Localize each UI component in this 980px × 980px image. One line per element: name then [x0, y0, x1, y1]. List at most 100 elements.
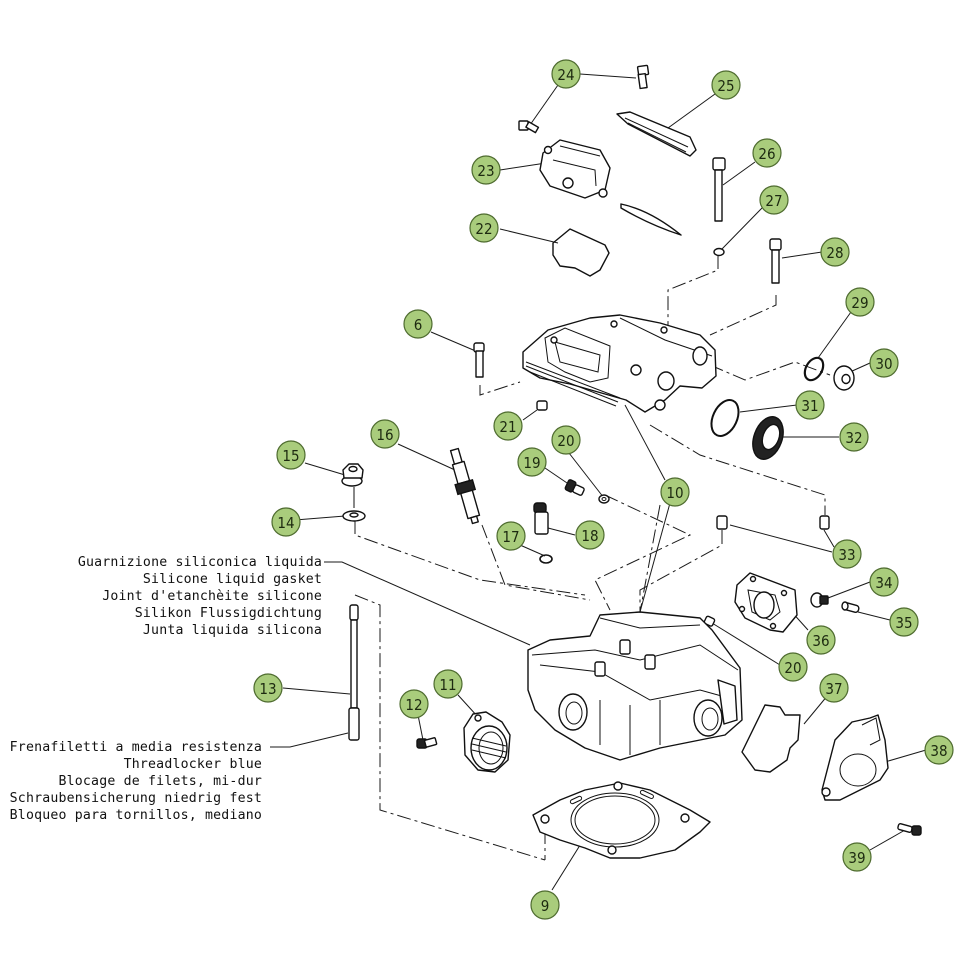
- callout-badge: [869, 567, 899, 597]
- sealant-note-line: Joint d'etanchèite silicone: [102, 589, 322, 604]
- part-19-fitting: [564, 479, 585, 496]
- callout-27: 27: [759, 185, 789, 215]
- callout-29: 29: [845, 287, 875, 317]
- part-32-seal: [752, 416, 784, 460]
- callout-21: 21: [493, 411, 523, 441]
- part-33-dowel-right: [819, 515, 830, 530]
- threadlocker-note-line: Bloqueo para tornillos, mediano: [9, 808, 262, 823]
- callout-22: 22: [469, 213, 499, 243]
- callout-20: 20: [551, 425, 581, 455]
- part-37-gasket: [741, 704, 801, 773]
- callout-badge: [493, 411, 523, 441]
- part-18-sleeve: [533, 502, 549, 535]
- callout-number: 9: [541, 897, 550, 915]
- callout-number: 18: [581, 527, 598, 545]
- callout-36: 36: [806, 625, 836, 655]
- part-38-pump-cover: [821, 714, 889, 801]
- callout-number: 6: [414, 316, 423, 334]
- callout-number: 14: [277, 514, 294, 532]
- part-11-intake-flange: [463, 711, 511, 773]
- callout-badge: [403, 309, 433, 339]
- callout-badge: [271, 507, 301, 537]
- callout-number: 22: [475, 220, 492, 238]
- part-21-plug: [536, 400, 548, 411]
- callout-number: 34: [875, 574, 892, 592]
- part-28-bolt: [769, 238, 782, 284]
- threadlocker-note-line: Blocage de filets, mi-dur: [58, 774, 262, 789]
- callout-31: 31: [795, 390, 825, 420]
- part-6-bolt: [473, 342, 485, 378]
- callout-badge: [471, 155, 501, 185]
- callout-33: 33: [832, 539, 862, 569]
- sealant-note-line: Junta liquida silicona: [142, 623, 322, 638]
- part-34-fitting: [810, 592, 829, 608]
- part-30-plug: [833, 365, 855, 391]
- callout-number: 27: [765, 192, 782, 210]
- callout-number: 20: [784, 659, 801, 677]
- callout-28: 28: [820, 237, 850, 267]
- part-15-nut: [341, 463, 364, 487]
- callout-35: 35: [889, 607, 919, 637]
- part-35-bolt: [841, 601, 860, 613]
- callout-badge: [924, 735, 954, 765]
- part-23-valve-cover: [539, 139, 611, 199]
- callout-number: 32: [845, 429, 862, 447]
- part-cover-seal: [620, 203, 682, 236]
- callout-number: 39: [848, 849, 865, 867]
- callout-number: 16: [376, 426, 393, 444]
- part-33-dowel-left: [716, 515, 728, 530]
- callout-badge: [575, 520, 605, 550]
- callout-number: 17: [502, 528, 519, 546]
- callout-badge: [869, 348, 899, 378]
- part-16-spark-plug: [449, 447, 481, 525]
- sealant-note: Guarnizione siliconica liquida Silicone …: [78, 554, 322, 639]
- callout-24: 24: [551, 59, 581, 89]
- part-39-bolt: [897, 823, 922, 836]
- callout-number: 36: [812, 632, 829, 650]
- callout-badge: [276, 440, 306, 470]
- part-14-washer: [342, 510, 366, 522]
- callout-badge: [496, 521, 526, 551]
- callout-number: 37: [825, 680, 842, 698]
- callout-badge: [551, 59, 581, 89]
- callout-10: 10: [660, 477, 690, 507]
- callout-11: 11: [433, 669, 463, 699]
- callout-9: 9: [530, 890, 560, 920]
- callout-18: 18: [575, 520, 605, 550]
- callout-badge: [820, 237, 850, 267]
- part-22-gasket: [552, 228, 610, 277]
- threadlocker-note-line: Frenafiletti a media resistenza: [9, 740, 262, 755]
- sealant-note-line: Guarnizione siliconica liquida: [77, 555, 322, 570]
- callout-badge: [660, 477, 690, 507]
- callout-12: 12: [399, 689, 429, 719]
- part-27-washer: [713, 247, 725, 257]
- callout-number: 11: [439, 676, 456, 694]
- sealant-note-line: Silikon Flussigdichtung: [134, 606, 322, 621]
- callout-badge: [469, 213, 499, 243]
- callout-badge: [433, 669, 463, 699]
- threadlocker-note-line: Threadlocker blue: [123, 757, 262, 772]
- sealant-note-line: Silicone liquid gasket: [142, 572, 322, 587]
- assembly-lines: [354, 255, 831, 861]
- callout-15: 15: [276, 440, 306, 470]
- callout-badge: [530, 890, 560, 920]
- part-29-oring: [803, 356, 825, 382]
- callout-badge: [819, 673, 849, 703]
- callout-number: 24: [557, 66, 574, 84]
- part-9-head-gasket: [532, 781, 711, 859]
- callout-16: 16: [370, 419, 400, 449]
- part-24-bolt-upper: [636, 64, 650, 90]
- parts: [341, 64, 922, 859]
- callout-number: 21: [499, 418, 516, 436]
- callout-number: 38: [930, 742, 947, 760]
- leader-lines: [270, 73, 927, 891]
- callout-badge: [253, 673, 283, 703]
- part-17-oring: [539, 554, 553, 564]
- callout-number: 15: [282, 447, 299, 465]
- callout-34: 34: [869, 567, 899, 597]
- part-10-cam-carrier: [522, 314, 717, 413]
- callout-20: 20: [778, 652, 808, 682]
- part-12-bolt: [416, 737, 438, 749]
